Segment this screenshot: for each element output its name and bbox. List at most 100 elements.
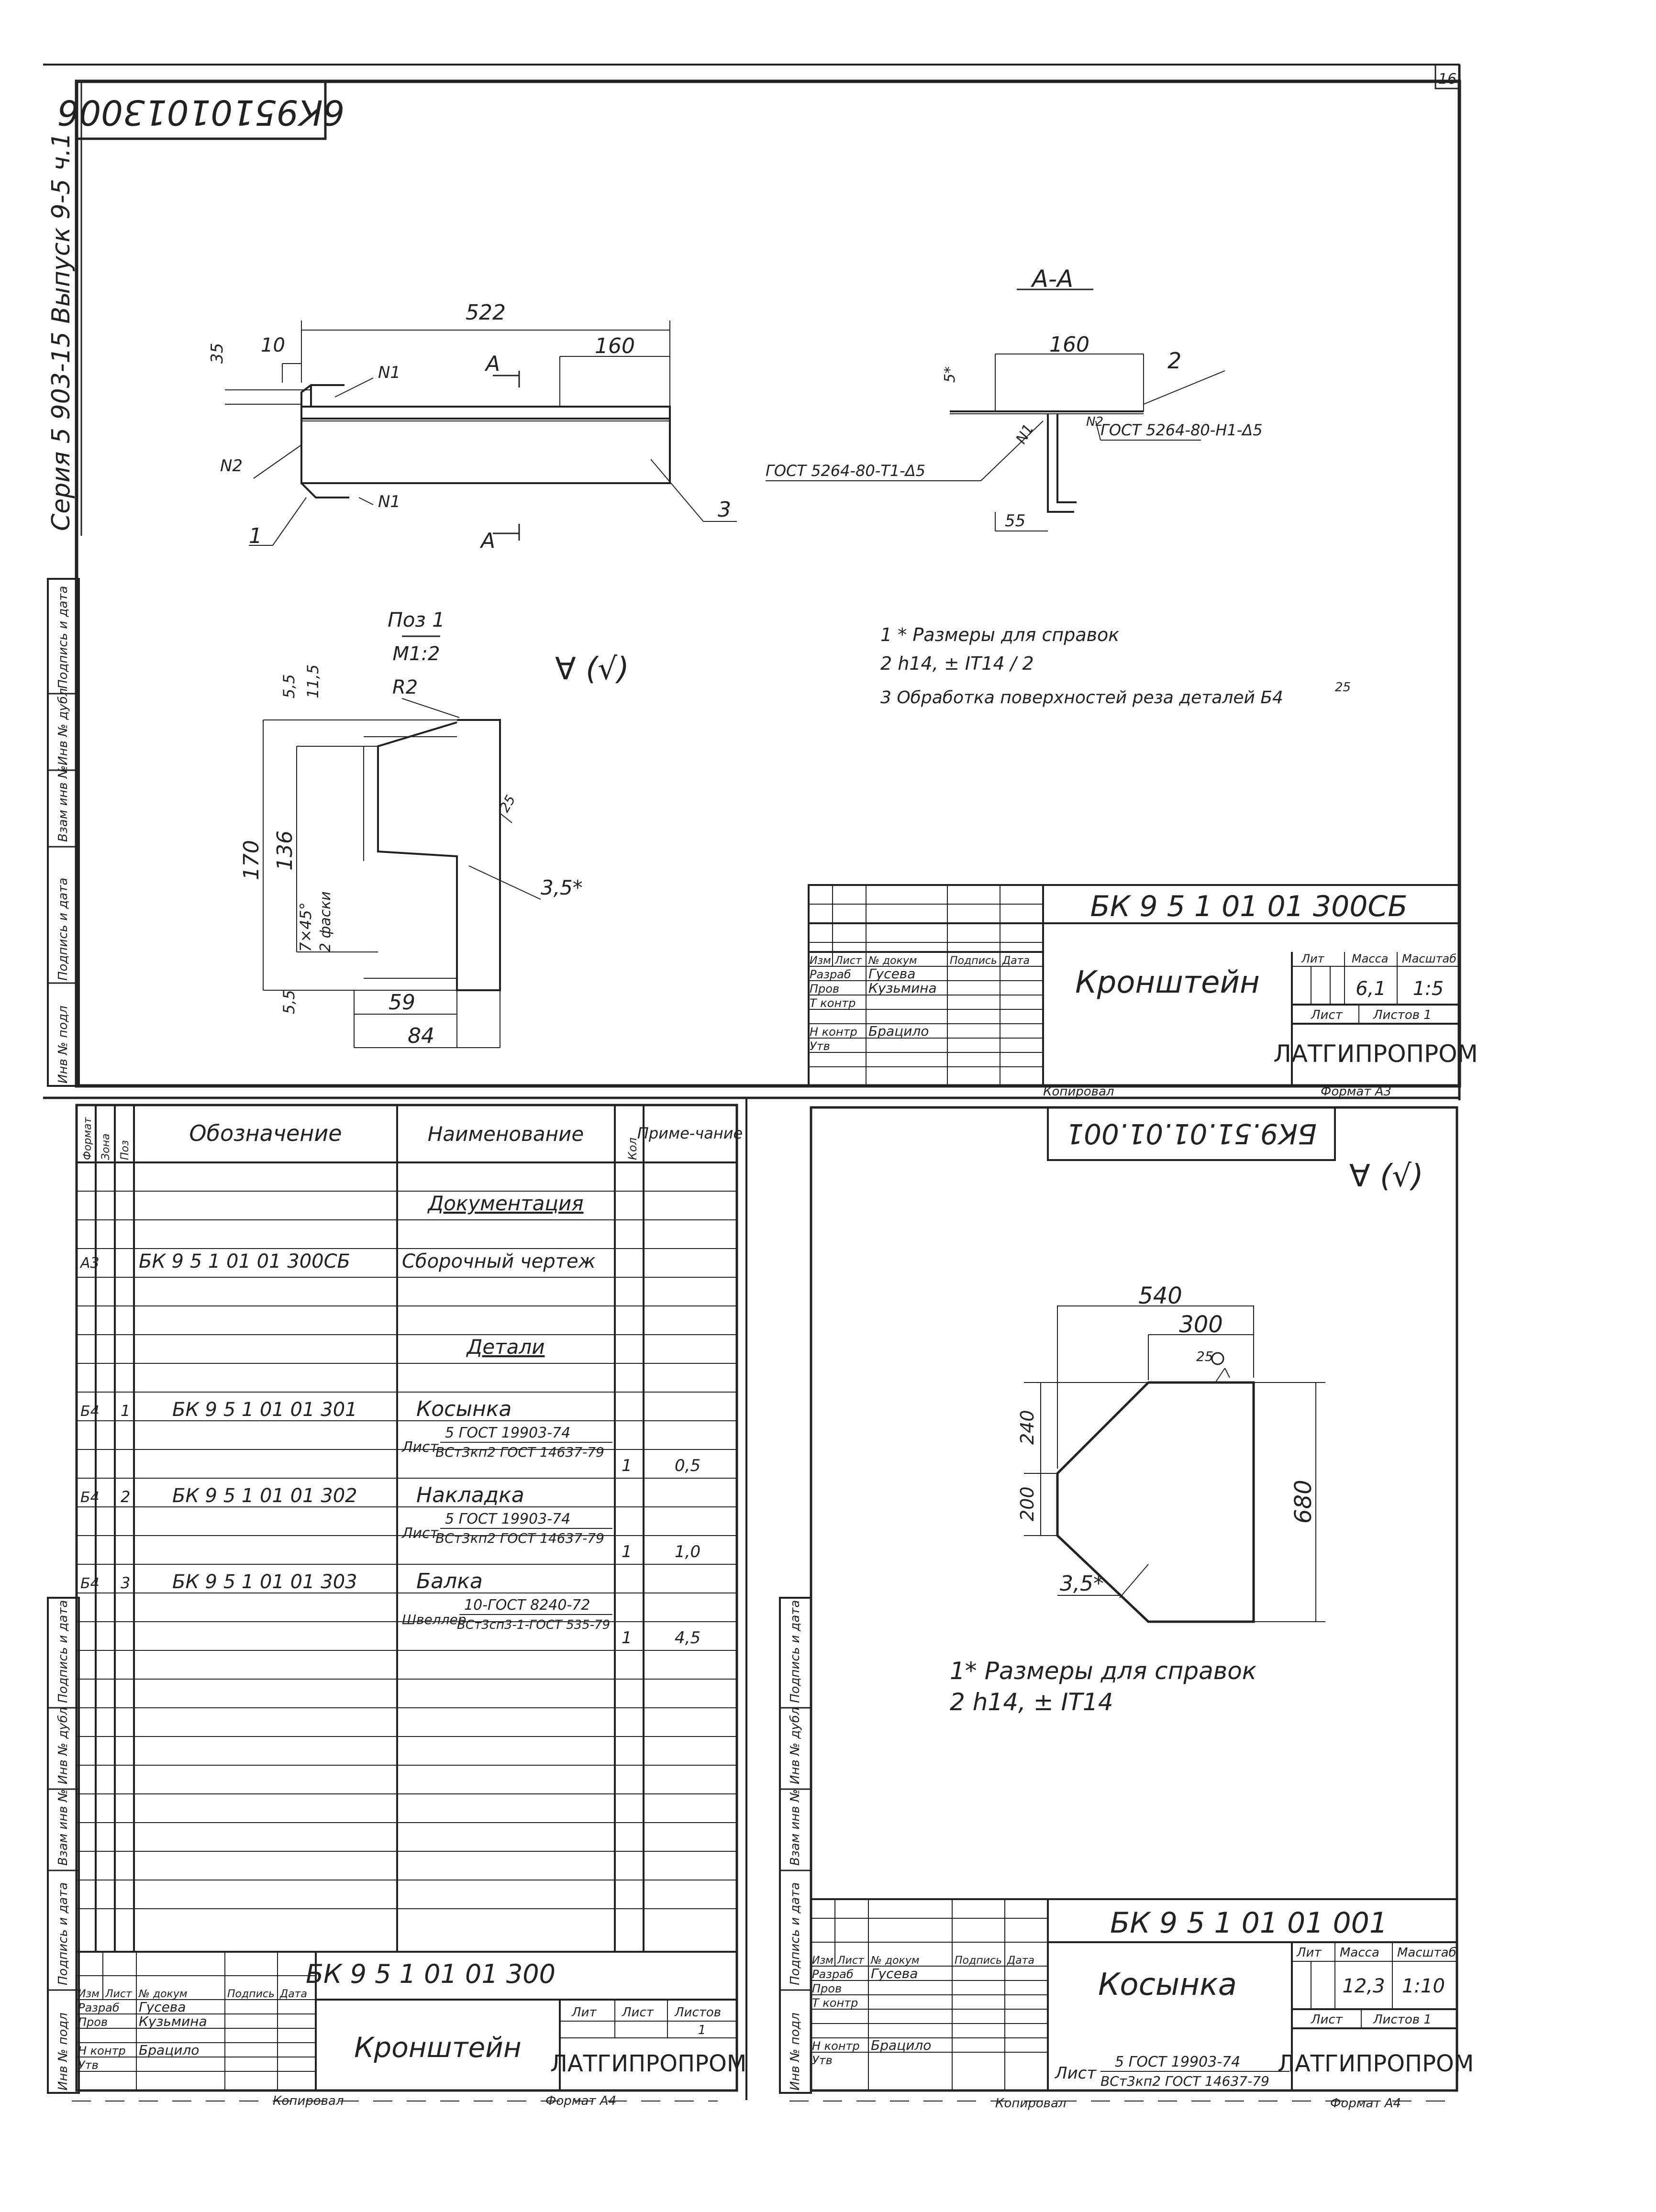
gusset-title-code: БК 9 5 1 01 01 001 [1110, 1906, 1388, 1940]
left-margin-bottom-left: Инв № подл Подпись и дата Взам инв № Инв… [48, 1600, 79, 2090]
tb-header: Лист [105, 1988, 133, 2000]
tb-signer: Гусева [868, 966, 915, 982]
spec-title-name: Кронштейн [354, 2031, 522, 2064]
tb-material-prefix: Лист [1054, 2064, 1097, 2083]
spec-doc-designation: БК 9 5 1 01 01 300СБ [139, 1250, 350, 1272]
position-label: 3 [718, 498, 731, 522]
spec-part-note: 4,5 [675, 1628, 700, 1648]
spec-part-name: Балка [416, 1569, 483, 1593]
tb-sheet-label: Лист [1311, 1008, 1343, 1022]
section-title: А-А [1031, 265, 1073, 293]
tb-copied: Копировал [995, 2096, 1067, 2111]
dim-upper-left: 240 [1017, 1410, 1038, 1445]
tb-role: Н контр [78, 2044, 126, 2057]
spec-part-material-top: 10-ГОСТ 8240-72 [464, 1597, 590, 1614]
spec-part-pos: 1 [121, 1402, 130, 1420]
tb-scale: 1:5 [1413, 978, 1444, 1000]
note-line: 2 h14, ± IT14 / 2 [880, 653, 1034, 674]
tb-mass-label: Масса [1340, 1946, 1379, 1960]
tb-role: Пров [812, 1982, 842, 1995]
tb-role: Т контр [812, 1996, 858, 2010]
tb-header: Подпись [950, 955, 997, 967]
tb-signer: Гусева [139, 1999, 186, 2015]
margin-label: Подпись и дата [788, 1600, 802, 1703]
spec-header: Наименование [428, 1122, 584, 1146]
tb-signer: Брацило [139, 2042, 199, 2058]
gusset-title-block: БК 9 5 1 01 01 001 Косынка Изм Лист № до… [810, 1898, 1474, 2111]
tb-sheets-label: Листов 1 [1373, 1008, 1432, 1022]
spec-part-designation: БК 9 5 1 01 01 303 [172, 1571, 357, 1593]
tb-signer: Кузьмина [139, 2013, 207, 2029]
dim-section-160: 160 [1049, 332, 1089, 357]
series-stamp: Серия 5 903-15 Выпуск 9-5 ч.1 [47, 133, 76, 531]
tb-header: Дата [279, 1988, 307, 2000]
detail-scale: М1:2 [393, 643, 440, 665]
title-code: БК 9 5 1 01 01 300СБ [1090, 890, 1408, 923]
assembly-main-view [225, 321, 737, 546]
dim-section-55: 55 [1005, 511, 1025, 531]
spec-part-format: Б4 [80, 1403, 100, 1420]
tb-mass: 12,3 [1342, 1975, 1385, 1997]
dim-overall-height: 170 [239, 840, 264, 880]
dim-bottom-gap: 5,5 [280, 990, 298, 1014]
spec-part-row: Б4 1 БК 9 5 1 01 01 301 Косынка Лист 5 Г… [80, 1397, 700, 1475]
spec-part-designation: БК 9 5 1 01 01 302 [172, 1485, 357, 1507]
spec-header: Приме-чание [637, 1124, 743, 1142]
margin-label: Инв № дубл [788, 1707, 802, 1784]
tb-copied: Копировал [1043, 1084, 1114, 1099]
tb-role: Н контр [812, 2039, 860, 2053]
gusset-dims [1024, 1305, 1325, 1622]
tb-format: Формат А4 [1330, 2096, 1401, 2111]
spec-part-row: Б4 3 БК 9 5 1 01 01 303 Балка Швеллер 10… [80, 1569, 700, 1648]
tb-org: ЛАТГИПРОПРОМ [550, 2050, 746, 2077]
note-superscript: 25 [1335, 680, 1351, 695]
tb-scale: 1:10 [1402, 1975, 1445, 1997]
spec-part-qty: 1 [622, 1628, 632, 1648]
assembly-notes: 1 * Размеры для справок 2 h14, ± IT14 / … [880, 624, 1351, 708]
weld-mark: N1 [378, 492, 400, 511]
tb-format: Формат А4 [545, 2094, 616, 2108]
tb-header: Подпись [955, 1955, 1002, 1967]
section-mark-top: А [484, 352, 500, 376]
spec-part-material-bottom: ВСт3сп3-1-ГОСТ 535-79 [457, 1618, 610, 1632]
tb-scale-label: Масштаб [1397, 1946, 1456, 1960]
tb-org: ЛАТГИПРОПРОМ [1273, 1040, 1478, 1068]
weld-mark: N2 [220, 456, 243, 476]
tb-lit-label: Лит [1296, 1946, 1322, 1960]
weld-mark: N2 [1086, 415, 1103, 429]
tb-sheets-value: 1 [698, 2023, 706, 2037]
spec-part-qty: 1 [622, 1456, 632, 1475]
tb-role: Пров [810, 982, 839, 995]
tb-role: Утв [78, 2058, 99, 2072]
margin-label: Инв № подл [56, 2013, 70, 2090]
dim-top-small: 11,5 [304, 664, 322, 698]
margin-label: Взам инв № [56, 1789, 70, 1866]
dim-radius: R2 [392, 676, 418, 698]
spec-part-format: Б4 [80, 1489, 100, 1506]
left-margin-top: Инв № подл Подпись и дата Взам инв № Инв… [48, 586, 79, 1084]
dim-overall-522: 522 [466, 300, 506, 325]
tb-role: Пров [78, 2015, 108, 2029]
spec-part-name: Косынка [416, 1397, 511, 1421]
section-position: 2 [1167, 348, 1181, 374]
spec-header: Кол [626, 1138, 639, 1160]
tb-material-top: 5 ГОСТ 19903-74 [1115, 2054, 1240, 2070]
tb-sheets-label: Листов 1 [1373, 2013, 1432, 2027]
tb-mass-label: Масса [1352, 952, 1389, 965]
spec-part-row: Б4 2 БК 9 5 1 01 01 302 Накладка Лист 5 … [80, 1483, 700, 1561]
tb-scale-label: Масштаб [1402, 952, 1456, 965]
dim-inner-height: 136 [273, 830, 297, 871]
dim-chamfer: 7×45° [297, 902, 315, 952]
margin-label: Подпись и дата [56, 1882, 70, 1985]
tb-signer: Кузьмина [868, 980, 937, 996]
spec-part-note: 1,0 [675, 1542, 700, 1561]
gusset-mirrored-code: БК9.51.01.01.001 [1066, 1117, 1317, 1150]
spec-part-name: Накладка [416, 1483, 524, 1507]
margin-label: Инв № дубл [56, 688, 70, 765]
spec-part-material-top: 5 ГОСТ 19903-74 [445, 1511, 570, 1527]
weld-mark: N1 [378, 363, 400, 382]
tb-header: Изм [810, 955, 831, 967]
tb-header: Лист [834, 955, 862, 967]
roughness-mark: 25 [1196, 1349, 1213, 1364]
